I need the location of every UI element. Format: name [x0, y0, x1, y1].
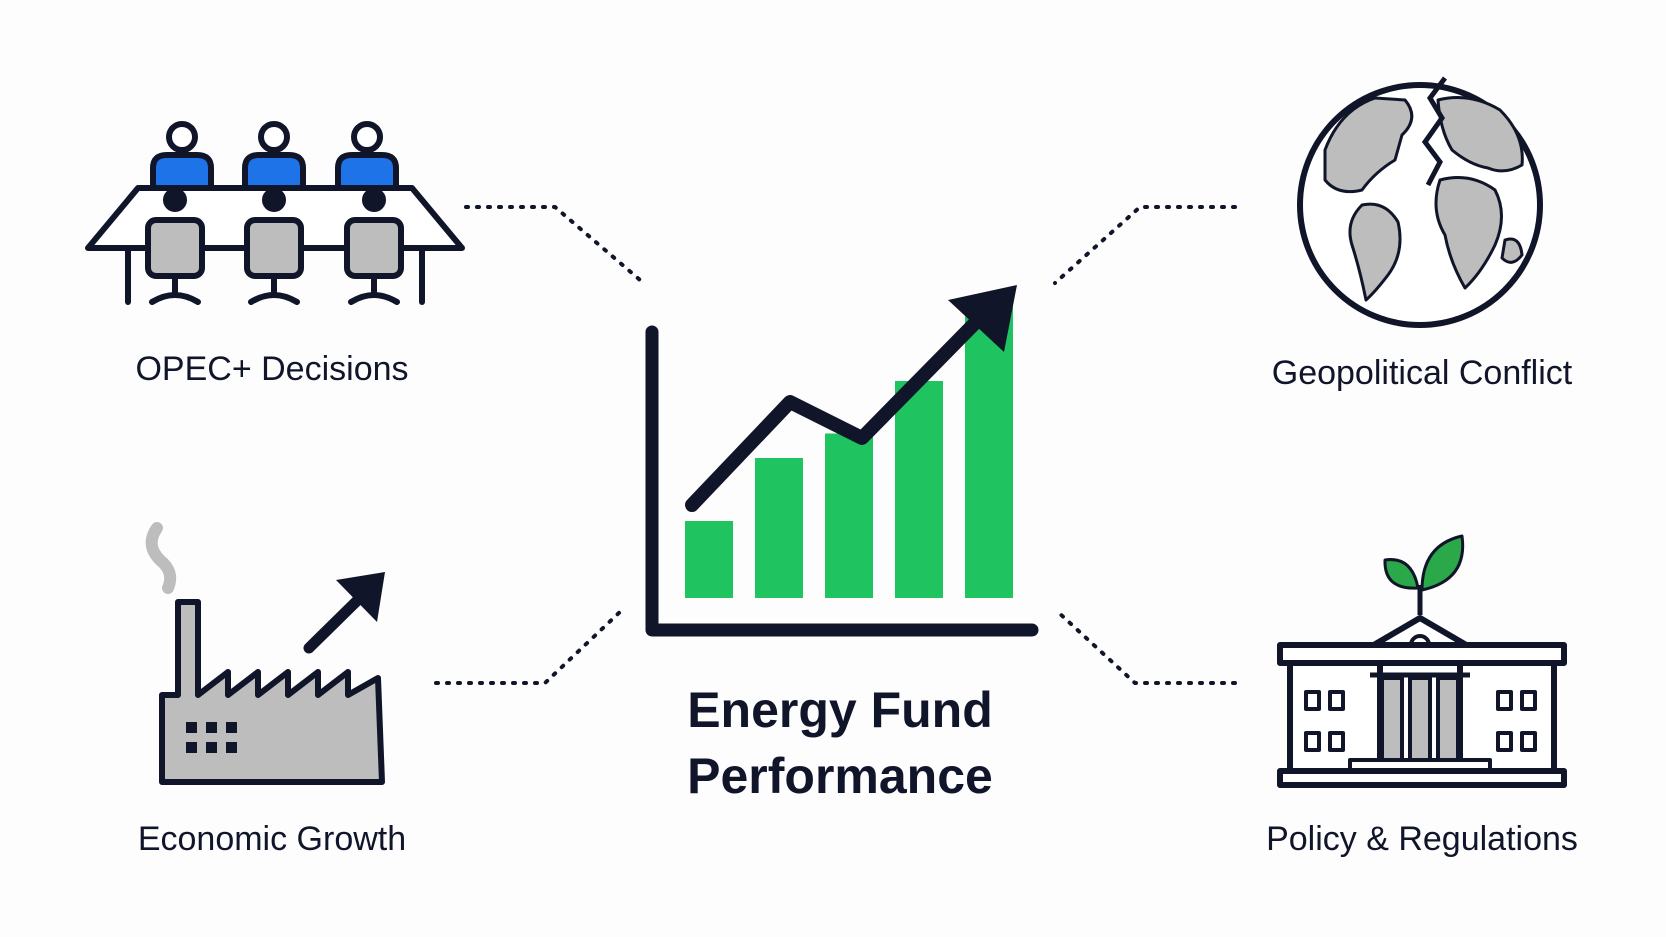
- connector-geopolitical: [1053, 205, 1237, 285]
- center-title-line1: Energy Fund: [687, 682, 993, 738]
- meeting-table-icon: [85, 121, 465, 305]
- chart-axes: [645, 325, 1039, 637]
- person-icon: [242, 121, 306, 191]
- chair-icon: [145, 188, 205, 305]
- connector-opec: [464, 205, 642, 282]
- chair-icon: [244, 188, 304, 305]
- connectors: [434, 205, 1237, 685]
- government-building-sprout-icon: [1277, 534, 1567, 788]
- leaf-icon: [1420, 534, 1465, 592]
- factory-growth-icon: [145, 522, 385, 785]
- center-chart: [645, 285, 1039, 637]
- factor-label-economic: Economic Growth: [138, 820, 406, 858]
- trend-arrow-icon: [685, 285, 1017, 512]
- crack-icon: [1421, 76, 1447, 187]
- smoke-icon: [145, 522, 177, 594]
- chart-bar-3: [825, 433, 873, 598]
- connector-policy: [1056, 610, 1237, 685]
- cracked-globe-icon: [1297, 76, 1543, 328]
- chart-bar-4: [895, 381, 943, 598]
- factor-label-opec: OPEC+ Decisions: [135, 350, 408, 388]
- chart-bar-1: [685, 521, 733, 598]
- center-title-line2: Performance: [687, 748, 993, 804]
- chair-icon: [344, 188, 404, 305]
- factor-label-policy: Policy & Regulations: [1266, 820, 1578, 858]
- factor-label-geopolitical: Geopolitical Conflict: [1272, 354, 1573, 392]
- chart-bar-5: [965, 304, 1013, 598]
- leaf-icon: [1383, 558, 1420, 590]
- person-icon: [335, 121, 399, 191]
- growth-arrow-icon: [303, 572, 385, 654]
- connector-economic: [434, 608, 624, 685]
- chart-bar-2: [755, 458, 803, 598]
- person-icon: [150, 121, 214, 191]
- chart-bars: [685, 304, 1013, 598]
